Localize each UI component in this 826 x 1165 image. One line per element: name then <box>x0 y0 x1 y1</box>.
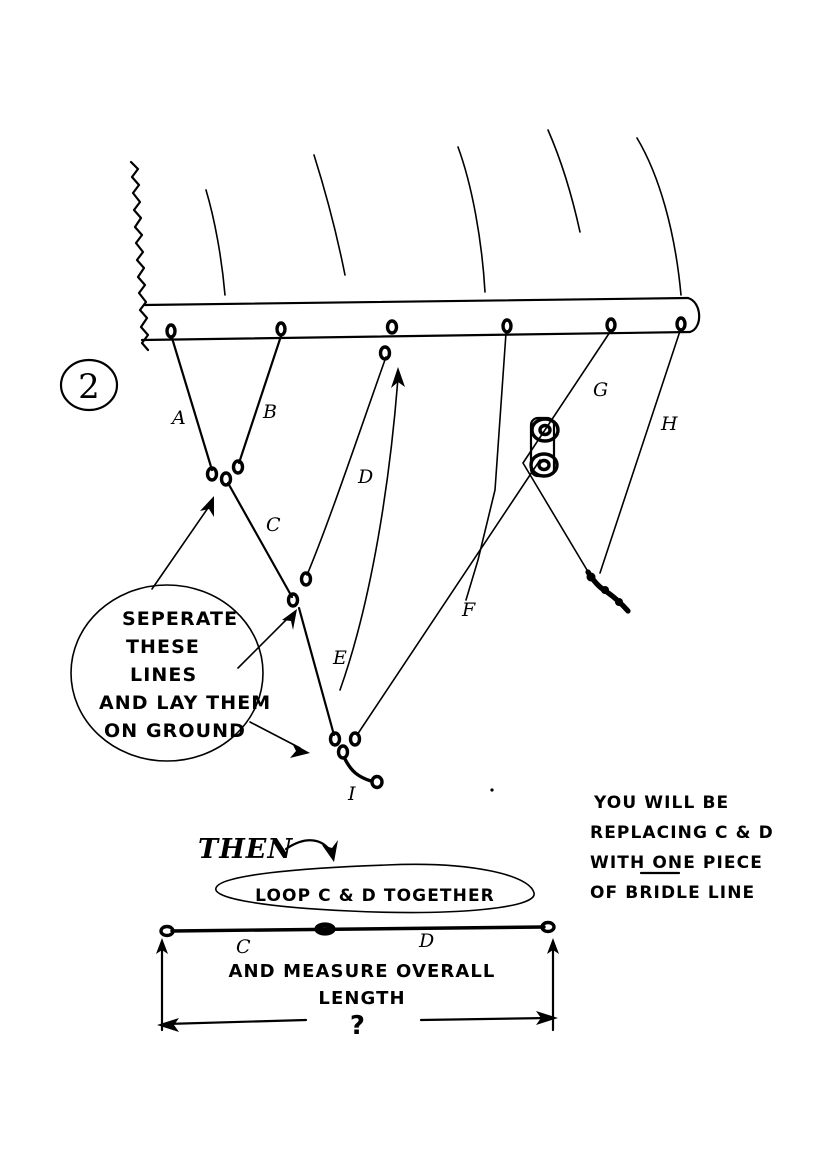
canopy-rib-5 <box>636 137 682 296</box>
label-line-a: A <box>170 407 186 429</box>
callout-text-line-4: AND LAY THEM <box>99 692 271 714</box>
callout-leader-middle <box>237 615 291 669</box>
replacement-line-centre-knot <box>314 922 336 936</box>
dimension-arrow-right <box>419 1016 551 1022</box>
dimension-arrow-right-head <box>536 1011 558 1025</box>
label-line-e: E <box>332 647 347 669</box>
callout-text-line-5: ON GROUND <box>104 720 246 742</box>
line-d-pointer-arrowhead <box>391 367 405 388</box>
bridle-line-f <box>356 459 541 736</box>
canopy-rib-2 <box>313 154 346 276</box>
pulley-ring-lower-hole <box>537 458 551 472</box>
line-i-top-loop <box>336 744 350 760</box>
callout-leader-upper-arrowhead <box>200 496 214 517</box>
bar-attachment-loop-3 <box>385 319 399 335</box>
dimension-arrow-left-head <box>157 1018 179 1032</box>
knot-bead-2 <box>601 586 609 594</box>
callout-text-line-1: SEPERATE <box>122 608 238 630</box>
loop-note-text: LOOP C & D TOGETHER <box>255 886 495 906</box>
line-e-end-loop <box>328 731 342 747</box>
bridle-line-crossing <box>465 332 507 601</box>
bar-attachment-loop-6 <box>675 316 687 332</box>
bridle-line-a <box>170 336 214 472</box>
step-marker-number: 2 <box>78 367 100 407</box>
callout-text-line-2: THESE <box>126 636 200 658</box>
canopy-rib-4 <box>547 129 581 233</box>
label-line-i: I <box>347 783 356 805</box>
bar-attachment-loop-1 <box>165 323 177 339</box>
loop-note-oval <box>215 863 535 914</box>
knot-bead-1 <box>586 572 596 582</box>
bridle-line-i <box>343 757 373 783</box>
measure-value-question-mark: ? <box>350 1011 366 1041</box>
line-f-end-loop <box>348 731 362 747</box>
bridle-line-h <box>599 330 681 574</box>
pulley-ring-upper <box>530 417 560 443</box>
bridle-line-d <box>306 356 387 576</box>
spreader-bar-top-edge <box>142 296 690 307</box>
bridle-line-c <box>226 481 294 599</box>
callout-leader-middle-arrowhead <box>282 609 297 630</box>
side-note-line-4: OF BRIDLE LINE <box>590 883 755 903</box>
spreader-bar-bottom-edge <box>140 330 692 342</box>
label-line-f: F <box>461 599 476 621</box>
bridle-line-b <box>237 334 283 465</box>
replacement-line-left-loop <box>159 924 175 938</box>
callout-leader-upper <box>151 504 211 590</box>
bar-attachment-loop-2 <box>275 321 287 337</box>
callout-leader-lower <box>249 721 301 749</box>
label-line-h: H <box>660 413 678 435</box>
callout-bubble-outline <box>70 584 264 762</box>
side-note-line-3: WITH ONE PIECE <box>590 853 763 873</box>
line-b-end-loop <box>231 459 245 475</box>
dimension-extension-right-arrowhead <box>547 938 559 954</box>
line-c-bottom-loop <box>286 592 300 608</box>
measure-note-line-2: LENGTH <box>318 988 405 1009</box>
bridle-line-e <box>297 606 336 737</box>
step-marker-circle <box>59 358 119 412</box>
dimension-arrow-left <box>164 1018 308 1026</box>
replacement-line <box>170 925 546 933</box>
line-d-top-loop <box>378 345 392 361</box>
dimension-extension-left-arrowhead <box>156 938 168 954</box>
bar-attachment-loop-5 <box>605 317 617 333</box>
torn-edge-zigzag <box>129 160 150 352</box>
line-a-end-loop <box>205 466 219 482</box>
side-note-line-2: REPLACING C & D <box>590 823 774 843</box>
line-d-pointer-arrow <box>339 377 399 691</box>
label-line-c: C <box>266 514 281 536</box>
pulley-ring-lower <box>529 452 559 478</box>
knot-bead-3 <box>615 598 623 606</box>
label-line-d: D <box>357 466 373 488</box>
label-line-b: B <box>262 401 277 423</box>
replacement-line-right-loop <box>540 920 556 934</box>
spreader-bar-right-cap <box>686 296 701 334</box>
line-c-top-loop <box>219 471 233 487</box>
bridle-line-g <box>522 331 611 576</box>
label-segment-c: C <box>236 936 251 958</box>
label-segment-d: D <box>418 930 434 952</box>
label-line-g: G <box>593 379 608 401</box>
side-note-line-1: YOU WILL BE <box>593 793 729 813</box>
pulley-ring-upper-hole <box>538 423 552 437</box>
measure-note-line-1: AND MEASURE OVERALL <box>228 961 495 982</box>
stray-ink-dot <box>490 788 494 792</box>
then-label: THEN <box>198 834 293 865</box>
canopy-rib-1 <box>205 189 226 296</box>
line-d-bottom-loop <box>299 571 313 587</box>
line-i-end-loop <box>370 774 384 790</box>
callout-leader-lower-arrowhead <box>290 743 310 758</box>
callout-text-line-3: LINES <box>130 664 197 686</box>
canopy-rib-3 <box>457 146 486 293</box>
then-arrowhead <box>322 840 338 862</box>
bar-attachment-loop-4 <box>501 318 513 334</box>
